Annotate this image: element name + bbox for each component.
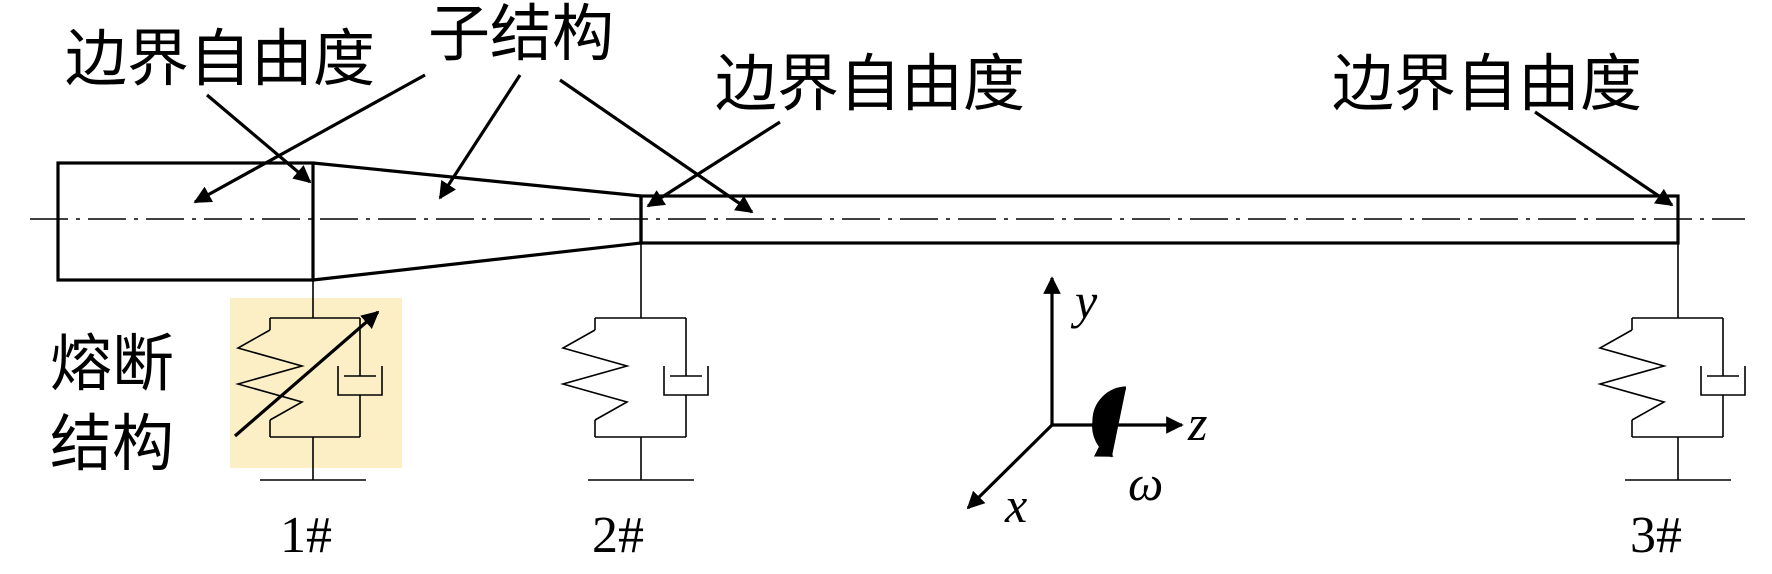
shaft-left-section	[56, 161, 315, 282]
omega-rotation-arc	[1092, 386, 1127, 458]
arrow-boundary-mid	[646, 120, 781, 208]
arrow-boundary-right	[1534, 110, 1674, 207]
support-3	[1597, 243, 1746, 481]
arrow-boundary-left	[205, 93, 312, 184]
annotation-arrows	[193, 73, 1674, 214]
shaft-right-section	[639, 194, 1680, 245]
support-1	[233, 280, 383, 481]
axis-label-x: x	[1004, 477, 1027, 533]
support-2	[560, 243, 709, 481]
rotor-shaft	[56, 161, 1680, 282]
fuse-variable-arrow	[233, 310, 380, 438]
arrow-substructure-1	[193, 73, 426, 204]
label-fuse-line1: 熔断	[50, 327, 174, 400]
label-boundary-dof-right: 边界自由度	[1332, 47, 1642, 120]
fuse-highlight-box	[230, 298, 402, 468]
arrow-substructure-3	[559, 78, 754, 214]
axis-label-y: y	[1070, 273, 1098, 329]
support-2-label: 2#	[592, 507, 644, 564]
axis-label-omega: ω	[1128, 455, 1163, 511]
support-3-label: 3#	[1630, 507, 1682, 564]
label-boundary-dof-left: 边界自由度	[65, 22, 375, 95]
support-1-label: 1#	[280, 507, 332, 564]
spring-2	[560, 329, 630, 421]
spring-3	[1597, 329, 1667, 421]
coordinate-system	[966, 276, 1184, 510]
shaft-taper-section	[312, 161, 643, 282]
label-fuse-line2: 结构	[50, 407, 174, 480]
axis-label-z: z	[1187, 395, 1207, 451]
arrow-substructure-2	[438, 74, 522, 200]
x-axis	[966, 423, 1054, 510]
spring-1	[235, 329, 305, 421]
label-substructure: 子结构	[428, 0, 614, 70]
label-boundary-dof-mid: 边界自由度	[715, 47, 1025, 120]
